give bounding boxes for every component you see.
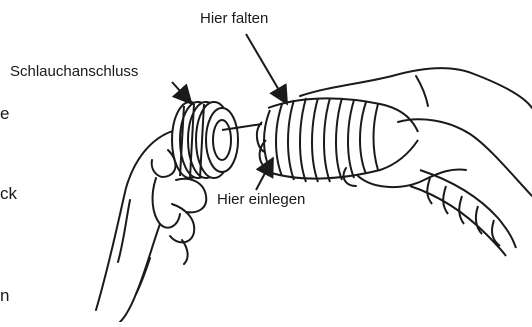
fold-here-label: Hier falten bbox=[200, 10, 268, 27]
cropped-text-fragment: n bbox=[0, 286, 9, 306]
cropped-text-fragment: ck bbox=[0, 184, 17, 204]
cropped-text-fragment: e bbox=[0, 104, 9, 124]
hose-connector-label: Schlauchanschluss bbox=[10, 63, 138, 80]
hose-connector bbox=[172, 102, 238, 178]
fold-here-arrow bbox=[246, 34, 286, 102]
hose-connector-arrow bbox=[172, 82, 190, 102]
insert-here-label: Hier einlegen bbox=[217, 191, 305, 208]
insert-here-arrow bbox=[256, 160, 272, 190]
corrugated-hose bbox=[257, 98, 516, 256]
right-hand bbox=[300, 68, 532, 196]
